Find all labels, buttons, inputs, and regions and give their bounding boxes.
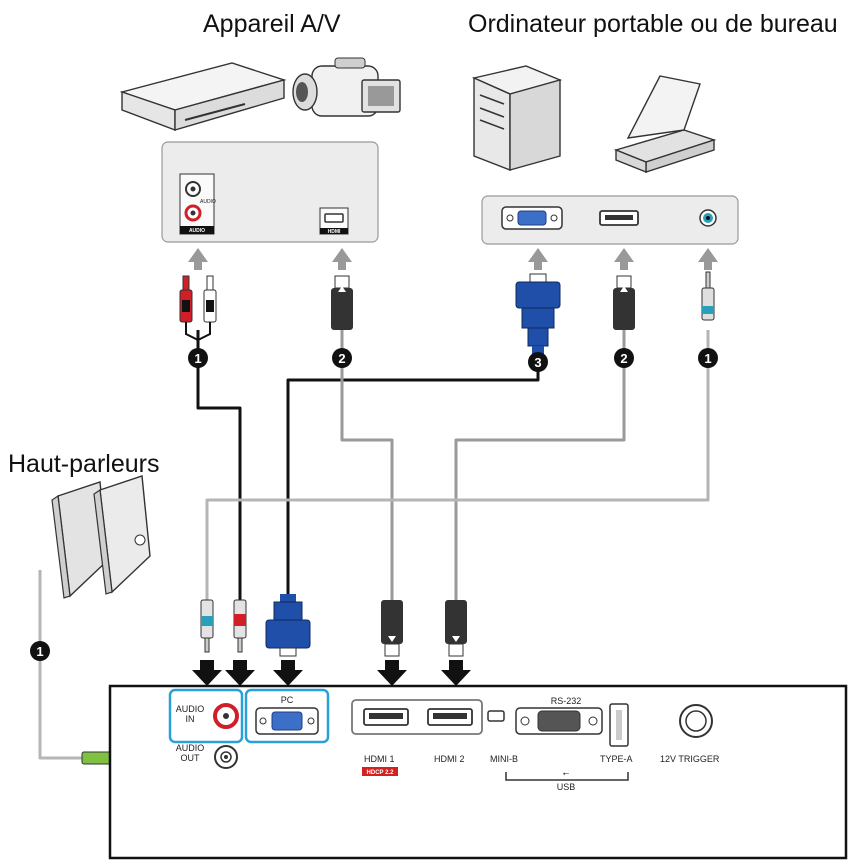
hdmi2-label: HDMI 2 — [434, 754, 465, 764]
badge-audio-right: 1 — [698, 348, 718, 368]
av-hdmi-label: HDMI — [328, 229, 341, 235]
av-audio-small-label: AUDIO — [200, 199, 216, 205]
hdmi1-label: HDMI 1 — [364, 754, 395, 764]
av-device-panel: AUDIO AUDIO HDMI — [161, 141, 379, 243]
svg-text:2: 2 — [620, 351, 627, 366]
mini-jack-plug-top — [701, 271, 715, 321]
hdcp-label: HDCP 2.2 — [367, 770, 395, 776]
svg-text:1: 1 — [704, 351, 711, 366]
badge-speaker: 1 — [30, 641, 50, 661]
vga-plug-bottom — [265, 594, 311, 657]
speakers-heading: Haut-parleurs — [8, 450, 160, 478]
badge-hdmi-left: 2 — [332, 348, 352, 368]
cable-number-badges: 1 2 3 2 1 1 — [30, 348, 718, 661]
mini-jack-plug-bottom-teal — [200, 599, 214, 653]
hdmi-cable-computer — [454, 330, 626, 600]
desktop-tower-illustration — [471, 65, 563, 172]
audio-out-label-2: OUT — [181, 753, 201, 763]
hdmi-plug-top-left — [331, 275, 353, 330]
badge-vga: 3 — [528, 352, 548, 372]
audio-in-label-1: AUDIO — [176, 704, 205, 714]
pc-label: PC — [281, 695, 294, 705]
type-a-label: TYPE-A — [600, 754, 633, 764]
vga-cable-route — [286, 362, 540, 595]
downward-arrows — [192, 660, 471, 686]
projector-rear-panel: AUDIO IN AUDIO OUT PC HDMI 1 HDCP 2.2 HD… — [108, 684, 848, 860]
badge-audio-left: 1 — [188, 348, 208, 368]
audio-cable-computer — [205, 330, 710, 600]
svg-text:1: 1 — [36, 644, 43, 659]
camcorder-illustration — [292, 57, 401, 117]
badge-hdmi-right: 2 — [614, 348, 634, 368]
audio-cable-av — [196, 330, 242, 600]
audio-in-label-2: IN — [186, 714, 195, 724]
rs232-label: RS-232 — [551, 696, 582, 706]
hdmi-plug-bottom-2 — [445, 600, 467, 657]
speaker-cable — [38, 570, 95, 760]
svg-text:3: 3 — [534, 355, 541, 370]
computer-panel — [481, 195, 739, 245]
computer-heading: Ordinateur portable ou de bureau — [468, 10, 838, 38]
trigger-label: 12V TRIGGER — [660, 754, 720, 764]
speakers-illustration — [51, 475, 151, 599]
mini-b-label: MINI-B — [490, 754, 518, 764]
upward-arrows — [188, 248, 718, 270]
vga-plug-top — [515, 273, 561, 354]
dvd-player-illustration — [119, 62, 287, 132]
hdmi-plug-top-right — [613, 275, 635, 330]
hdmi-cable-av — [340, 330, 394, 600]
av-audio-bar-label: AUDIO — [189, 228, 205, 234]
usb-label: USB — [557, 782, 576, 792]
av-device-heading: Appareil A/V — [203, 10, 341, 38]
laptop-illustration — [613, 75, 717, 174]
rca-plugs-top — [179, 275, 217, 341]
hdmi-plug-bottom-1 — [381, 600, 403, 657]
svg-text:2: 2 — [338, 351, 345, 366]
usb-icon: ⭠ — [563, 769, 570, 778]
mini-jack-plug-bottom-red — [233, 599, 247, 653]
audio-out-label-1: AUDIO — [176, 743, 205, 753]
svg-text:1: 1 — [194, 351, 201, 366]
